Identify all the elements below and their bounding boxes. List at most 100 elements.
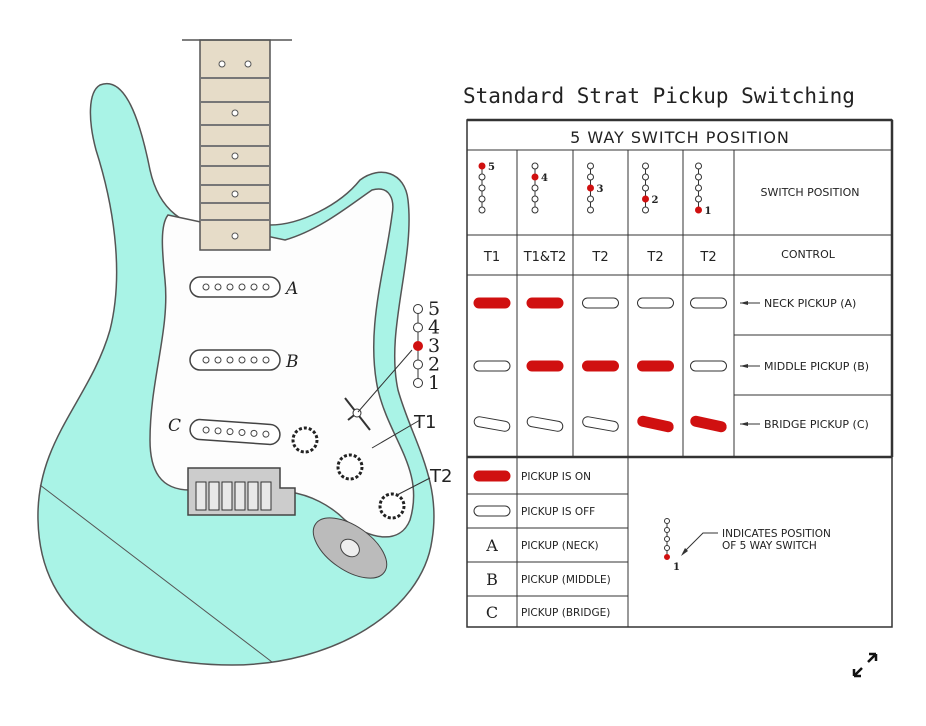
legend-text: PICKUP (BRIDGE) (521, 607, 610, 619)
switch-dot-selected (413, 341, 423, 351)
guitar-switch-number: 5 (428, 298, 440, 320)
pole-piece (238, 283, 246, 291)
pole-piece (226, 356, 234, 364)
switch-dot (478, 195, 486, 203)
guitar-switch-number: 3 (428, 335, 440, 357)
fret-markers (218, 60, 252, 240)
pickup-off-symbol (690, 360, 727, 372)
pickup-row-label: BRIDGE PICKUP (C) (764, 418, 869, 431)
knob-t1 (336, 453, 364, 481)
control-value: T2 (646, 250, 663, 265)
switch-dot (531, 195, 539, 203)
pole-piece (202, 283, 210, 291)
pickup-label-c: C (168, 416, 181, 436)
control-value: T1&T2 (523, 250, 567, 265)
pickup-off-symbol (582, 297, 619, 309)
pickup-c (189, 418, 281, 446)
selector-switch (344, 349, 431, 496)
pole-piece (226, 428, 234, 436)
pickup-a (189, 276, 281, 298)
guitar-switch-number: 2 (428, 354, 440, 376)
switch-column-1: 1T2 (695, 162, 717, 265)
legend-item: C PICKUP (BRIDGE) (486, 603, 611, 622)
control-value: T2 (591, 250, 608, 265)
pickup-on-symbol (526, 360, 564, 372)
switch-dot (478, 206, 486, 214)
pickup-label-b: B (285, 352, 299, 372)
pole-piece (214, 427, 222, 435)
switching-table (466, 118, 894, 628)
switch-dot (695, 162, 702, 170)
guitar-switch-number: 4 (428, 317, 440, 339)
pickup-row-0: NECK PICKUP (A) (473, 297, 856, 310)
switch-dot (642, 173, 649, 181)
pickup-label-a: A (284, 279, 298, 299)
switch-dot (587, 195, 594, 203)
switch-position-number: 5 (488, 162, 495, 173)
switch-dot-selected (642, 195, 649, 203)
switch-position-number: 3 (597, 184, 604, 195)
switch-dot (531, 162, 539, 170)
switch-dot-selected (695, 206, 702, 214)
legend-text: PICKUP (NECK) (521, 540, 599, 552)
pickup-off-symbol (526, 416, 564, 432)
legend-item: PICKUP IS OFF (473, 505, 595, 518)
switch-column-5: 5T1 (478, 162, 500, 265)
pickup-on-symbol (637, 360, 674, 372)
legend-indicator-text-1: INDICATES POSITION (722, 528, 831, 540)
pickup-on-symbol (526, 297, 564, 309)
arrowhead (740, 364, 748, 368)
legend-symbol: A (485, 536, 498, 555)
legend-item: PICKUP IS ON (473, 470, 591, 483)
switch-dot (664, 545, 670, 551)
pole-piece (250, 283, 258, 291)
legend-text: PICKUP IS OFF (521, 506, 595, 518)
switch-dot-selected (587, 184, 594, 192)
switch-dot (587, 206, 594, 214)
expand-arrows-icon (852, 652, 878, 678)
switch-position-number: 1 (705, 206, 712, 217)
switch-dot (664, 518, 670, 524)
switch-position-number: 4 (541, 173, 548, 184)
expand-icon[interactable] (848, 648, 882, 682)
switch-dot (642, 162, 649, 170)
knob-label-t2: T2 (429, 466, 452, 487)
knob-t2 (378, 492, 406, 520)
body-shade-line (39, 484, 273, 663)
arrowhead (740, 422, 748, 426)
pole-piece (226, 283, 234, 291)
pole-piece (262, 430, 270, 438)
indicator-arrow (682, 532, 718, 554)
pole-piece (238, 428, 246, 436)
pole-piece (262, 283, 270, 291)
legend-indicator-number: 1 (673, 562, 680, 573)
switch-dot (531, 206, 539, 214)
switch-dot (642, 184, 649, 192)
frets (200, 77, 270, 221)
switch-dot (642, 206, 649, 214)
control-value: T1 (483, 250, 500, 265)
pole-piece (238, 356, 246, 364)
switch-dot (413, 304, 423, 314)
legend-symbol: C (486, 603, 498, 622)
pickup-row-2: BRIDGE PICKUP (C) (473, 415, 869, 433)
pickup-on-symbol (473, 470, 511, 482)
pole-piece (250, 429, 258, 437)
legend-switch-indicator (664, 518, 670, 560)
switch-dot-selected (664, 554, 670, 560)
pole-piece (202, 426, 210, 434)
pickup-off-symbol (582, 416, 619, 432)
switch-dot (531, 184, 539, 192)
pickup-off-symbol (473, 360, 511, 372)
switch-position-label: SWITCH POSITION (761, 186, 860, 199)
control-label: CONTROL (781, 248, 836, 261)
switch-dot (478, 173, 486, 181)
pickup-row-1: MIDDLE PICKUP (B) (473, 360, 869, 373)
diagram-title: Standard Strat Pickup Switching (463, 84, 855, 108)
switch-position-number: 2 (652, 195, 659, 206)
switch-dot (587, 162, 594, 170)
